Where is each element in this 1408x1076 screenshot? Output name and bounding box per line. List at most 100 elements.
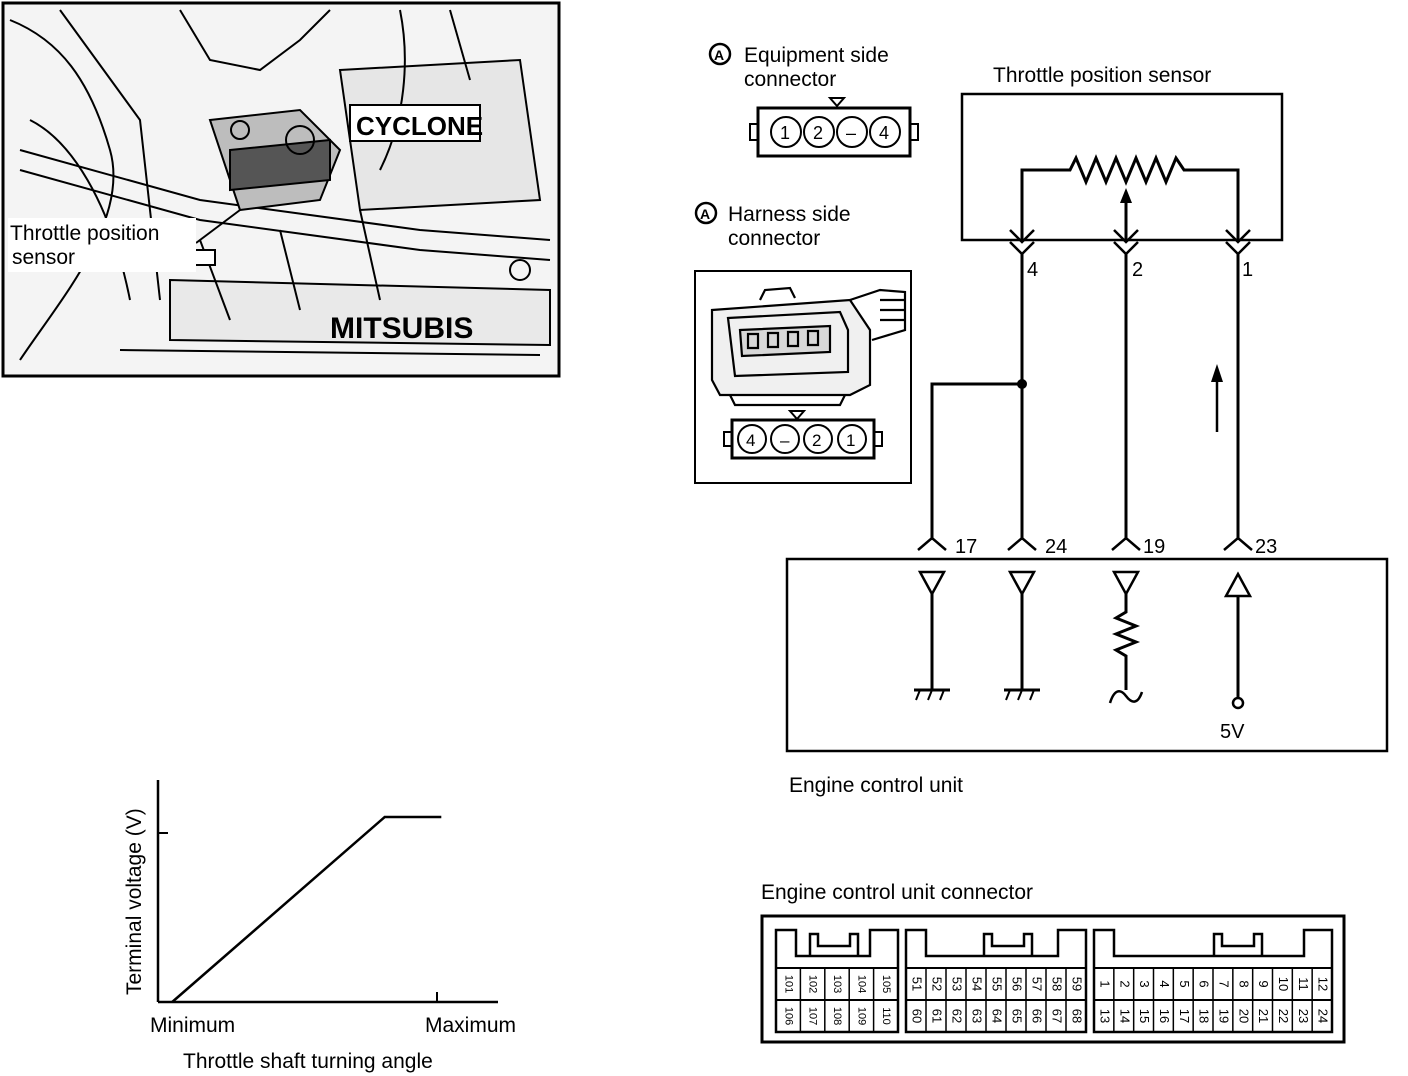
supply-voltage-label: 5V (1220, 721, 1245, 743)
ecu-pin-number: 18 (1197, 1009, 1212, 1023)
ecu-pin-number: 59 (1070, 977, 1085, 991)
ecu-pin-number: 107 (807, 1007, 819, 1025)
photo-label-line2: sensor (12, 246, 75, 269)
ecu-pin-number: 20 (1236, 1009, 1251, 1023)
x-axis-label: Throttle shaft turning angle (183, 1050, 433, 1073)
ecu-pin-number: 22 (1276, 1009, 1291, 1023)
ecu-pin-number: 53 (950, 977, 965, 991)
ecu-terminal-label: 17 (955, 536, 977, 558)
sensor-terminal-label: 2 (1132, 259, 1143, 281)
ecu-pin-number: 106 (782, 1007, 794, 1025)
ecu-pin-number: 54 (970, 977, 985, 991)
wiper-arrow-icon (1120, 188, 1132, 203)
y-axis-label: Terminal voltage (V) (123, 808, 146, 995)
harness-pin: 1 (846, 431, 855, 450)
connector-latch-icon (808, 932, 860, 956)
ecu-schematic: 17 24 19 23 (785, 536, 1389, 797)
ecu-pin-number: 103 (831, 975, 843, 993)
ecu-pin-number: 55 (990, 977, 1005, 991)
ecu-pin-number: 3 (1137, 980, 1152, 987)
x-tick-label-minimum: Minimum (150, 1014, 235, 1037)
ecu-pin-number: 6 (1197, 980, 1212, 987)
ecu-terminal-label: 24 (1045, 536, 1067, 558)
harness-plug-illustration (710, 286, 907, 407)
harness-pin: – (780, 431, 790, 450)
ecu-pin-number: 102 (807, 975, 819, 993)
ecu-pin-number: 15 (1137, 1009, 1152, 1023)
ecu-pin-number: 68 (1070, 1009, 1085, 1023)
equipment-connector-title-2: connector (744, 68, 836, 91)
sensor-title: Throttle position sensor (993, 64, 1211, 87)
voltage-series-line (171, 815, 442, 1003)
ecu-connector-frame (760, 914, 1346, 1044)
equipment-pin: – (846, 123, 856, 143)
wiring (930, 254, 1240, 540)
harness-pin: 4 (746, 431, 755, 450)
ecu-terminal-label: 19 (1143, 536, 1165, 558)
ecu-pin-number: 61 (930, 1009, 945, 1023)
ecu-connector-housing (774, 928, 900, 1034)
harness-connector-title-2: connector (728, 227, 820, 250)
potentiometer-icon (1020, 154, 1240, 240)
sensor-schematic: Throttle position sensor 4 2 1 (930, 64, 1284, 540)
ecu-pin-number: 2 (1117, 980, 1132, 987)
ecu-pin-number: 67 (1050, 1009, 1065, 1023)
ecu-pin-number: 56 (1010, 977, 1025, 991)
ecu-pin-number: 13 (1097, 1009, 1112, 1023)
marker-a-letter: A (700, 206, 710, 222)
equipment-pin: 1 (780, 123, 790, 143)
splice-dot (1017, 379, 1027, 389)
key-triangle-icon (787, 410, 807, 421)
ecu-pin-number: 8 (1236, 980, 1251, 987)
equipment-pin: 2 (813, 123, 823, 143)
ecu-pin-number: 11 (1296, 977, 1311, 991)
x-tick-label-maximum: Maximum (425, 1014, 516, 1037)
ecu-pin-number: 108 (831, 1007, 843, 1025)
harness-side-connector: A Harness side connector 4 – 2 1 (694, 201, 912, 484)
engine-badge-cyclone: CYCLONE (356, 111, 483, 141)
ecu-box (785, 557, 1389, 753)
engine-badge-mitsubishi: MITSUBIS (330, 312, 473, 345)
ecu-connector-title: Engine control unit connector (761, 881, 1033, 904)
ecu-pin-number: 63 (970, 1009, 985, 1023)
sensor-terminal-label: 1 (1242, 259, 1253, 281)
ecu-pin-number: 7 (1216, 980, 1231, 987)
sensor-box (960, 92, 1284, 242)
ecu-pin-number: 5 (1177, 980, 1192, 987)
ecu-pin-number: 105 (880, 975, 892, 993)
ecu-pin-number: 12 (1316, 977, 1331, 991)
ecu-pin-number: 110 (880, 1007, 892, 1025)
ecu-pin-number: 9 (1256, 980, 1271, 987)
connector-latch-icon (982, 932, 1034, 956)
marker-a-letter: A (714, 47, 724, 63)
marker-a-icon (694, 201, 718, 225)
equipment-pin: 4 (879, 123, 889, 143)
ecu-pin-number: 57 (1030, 977, 1045, 991)
connector-latch-icon (1212, 932, 1264, 956)
ecu-pin-number: 10 (1276, 977, 1291, 991)
ecu-pin-number: 66 (1030, 1009, 1045, 1023)
ecu-pin-number: 24 (1316, 1009, 1331, 1023)
equipment-side-connector: A Equipment side connector 1 2 – 4 (708, 42, 919, 158)
harness-connector-frame (694, 270, 912, 484)
voltage-chart: Minimum Maximum Throttle shaft turning a… (123, 780, 516, 1073)
ecu-pin-number: 60 (910, 1009, 925, 1023)
ecu-pin-number: 14 (1117, 1009, 1132, 1023)
ecu-pin-number: 64 (990, 1009, 1005, 1023)
engine-photo: CYCLONE MITSUBIS Throttle position senso… (1, 1, 561, 378)
ecu-pin-number: 101 (782, 975, 794, 993)
harness-connector-title-1: Harness side (728, 203, 851, 226)
ecu-pin-number: 65 (1010, 1009, 1025, 1023)
marker-a-icon (708, 42, 732, 66)
ecu-pin-number: 16 (1157, 1009, 1172, 1023)
ecu-pin-number: 51 (910, 977, 925, 991)
ecu-pin-number: 109 (855, 1007, 867, 1025)
signal-arrow-icon (1211, 364, 1223, 382)
ecu-pin-number: 23 (1296, 1009, 1311, 1023)
ecu-pin-number: 58 (1050, 977, 1065, 991)
ecu-pin-number: 21 (1256, 1009, 1271, 1023)
equipment-connector-title-1: Equipment side (744, 44, 889, 67)
ecu-pin-number: 1 (1097, 980, 1112, 987)
